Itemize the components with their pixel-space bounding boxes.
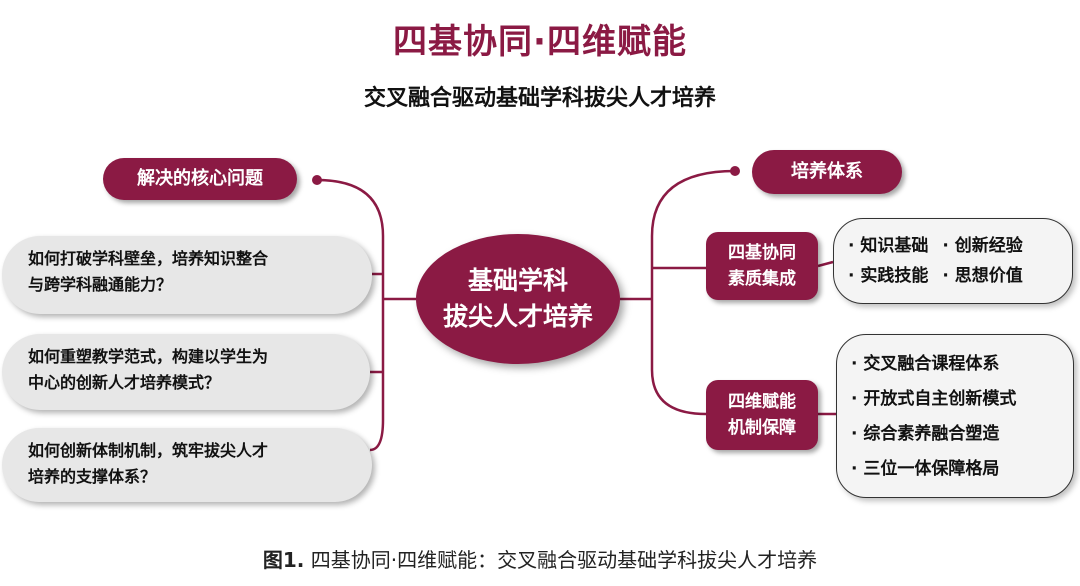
question-1-line2: 与跨学科融通能力？ [28,275,173,294]
question-1-line1: 如何打破学科壁垒，培养知识整合 [28,249,269,268]
branch-four-dimensions: 四维赋能 机制保障 [706,380,818,450]
branch-1-details: · 知识基础 · 创新经验 · 实践技能 · 思想价值 [833,218,1073,304]
diagram-subtitle: 交叉融合驱动基础学科拔尖人才培养 [363,86,716,111]
question-1: 如何打破学科壁垒，培养知识整合 与跨学科融通能力？ [2,236,372,314]
detail-item: · 三位一体保障格局 [851,459,1000,479]
question-3-line1: 如何创新体制机制，筑牢拔尖人才 [28,441,269,460]
question-2-line1: 如何重塑教学范式，构建以学生为 [28,347,269,366]
branch-2-line2: 机制保障 [728,418,796,438]
center-node-line2: 拔尖人才培养 [442,302,593,331]
branch-2-line1: 四维赋能 [728,392,796,412]
center-node: 基础学科 拔尖人才培养 [416,234,620,364]
detail-item: · 实践技能 [848,266,929,286]
branch-1-line1: 四基协同 [728,243,796,263]
detail-item: · 创新经验 [942,236,1023,256]
core-problems-heading: 解决的核心问题 [103,158,297,200]
branch-four-foundations: 四基协同 素质集成 [706,232,818,300]
detail-item: · 综合素养融合塑造 [851,424,1000,444]
b1-detail-connector [817,260,834,268]
figure-caption-text: 四基协同·四维赋能：交叉融合驱动基础学科拔尖人才培养 [304,548,818,572]
diagram-title: 四基协同·四维赋能 [393,22,687,62]
left-bracket-dot [312,175,322,185]
detail-item: · 思想价值 [942,266,1023,286]
detail-item: · 开放式自主创新模式 [851,389,1017,409]
detail-item: · 知识基础 [848,236,929,256]
right-bracket-dot [730,166,740,176]
question-3: 如何创新体制机制，筑牢拔尖人才 培养的支撑体系？ [2,428,372,502]
detail-item: · 交叉融合课程体系 [851,354,1000,374]
left-bracket-line [316,178,385,452]
question-2: 如何重塑教学范式，构建以学生为 中心的创新人才培养模式？ [2,334,370,410]
branch-1-line2: 素质集成 [728,269,796,289]
figure-label: 图1. [262,548,305,572]
figure-caption: 图1. 四基协同·四维赋能：交叉融合驱动基础学科拔尖人才培养 [0,544,1080,573]
center-node-line1: 基础学科 [467,266,568,295]
question-2-line2: 中心的创新人才培养模式？ [28,373,221,392]
training-system-heading: 培养体系 [752,150,902,194]
question-3-line2: 培养的支撑体系？ [28,467,157,486]
right-bracket-line [650,169,736,416]
branch-2-details: · 交叉融合课程体系 · 开放式自主创新模式 · 综合素养融合塑造 · 三位一体… [836,334,1074,498]
